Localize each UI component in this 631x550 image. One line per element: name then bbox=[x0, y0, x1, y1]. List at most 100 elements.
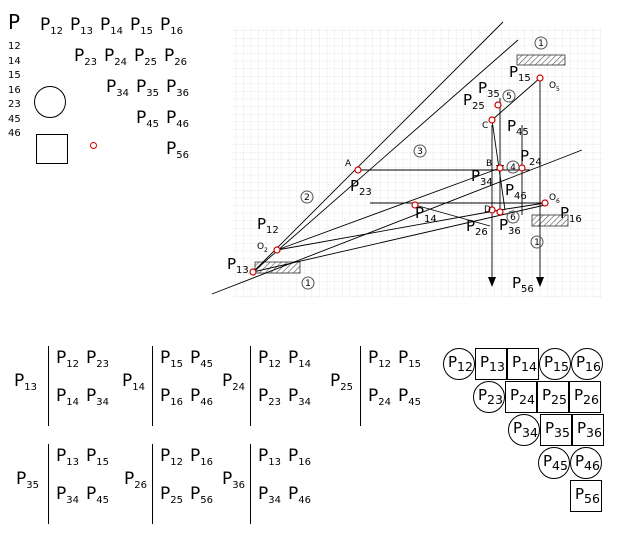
link-circle-2 bbox=[300, 190, 314, 204]
table-divider bbox=[250, 346, 251, 426]
pole-p12-subscript: 12 bbox=[266, 225, 279, 236]
legend-p46-subscript: 46 bbox=[176, 119, 189, 130]
table-p35-34-subscript: 34 bbox=[66, 495, 79, 506]
table-p14-15-subscript: 15 bbox=[170, 359, 183, 370]
circle-diagram-box-56 bbox=[570, 480, 602, 512]
circle-diagram-p45-subscript: 45 bbox=[552, 458, 568, 473]
pole-p45-letter: P bbox=[507, 117, 517, 135]
legend-p23-subscript: 23 bbox=[84, 57, 97, 68]
circle-diagram-p25: P25 bbox=[542, 386, 567, 408]
table-p25-24: P24 bbox=[368, 388, 391, 411]
circle-diagram-circle-12 bbox=[443, 348, 475, 380]
circle-diagram-p36-letter: P bbox=[577, 419, 587, 437]
table-p35-13: P13 bbox=[56, 448, 79, 471]
circle-diagram-p46-subscript: 46 bbox=[584, 458, 600, 473]
table-main-p14-subscript: 14 bbox=[132, 382, 145, 393]
link-circle-3 bbox=[413, 144, 427, 158]
link-circle-1 bbox=[534, 36, 548, 50]
table-main-p26-letter: P bbox=[124, 469, 135, 489]
table-p25-45-subscript: 45 bbox=[408, 397, 421, 408]
point-label-o2-sub: 2 bbox=[264, 247, 268, 254]
pole-p34: P34 bbox=[471, 168, 493, 191]
link-number-4: 4 bbox=[510, 163, 516, 173]
table-main-p25-subscript: 25 bbox=[340, 382, 353, 393]
legend-p12-subscript: 12 bbox=[50, 26, 63, 37]
circle-diagram-p25-letter: P bbox=[542, 386, 552, 404]
legend-p14-letter: P bbox=[100, 15, 111, 35]
pivot-o5 bbox=[536, 74, 544, 82]
pole-p23: P23 bbox=[350, 178, 372, 201]
circle-diagram-p12: P12 bbox=[448, 355, 473, 375]
circle-diagram-p13-subscript: 13 bbox=[489, 359, 505, 374]
ground-hatch-o2 bbox=[254, 261, 301, 274]
legend-p45: P45 bbox=[136, 110, 159, 133]
line-c-to-o5 bbox=[491, 77, 541, 121]
table-p35-34-letter: P bbox=[56, 484, 67, 504]
pole-p56-subscript: 56 bbox=[521, 284, 534, 295]
circle-diagram-p14-subscript: 14 bbox=[521, 359, 537, 374]
link-number-3: 3 bbox=[417, 147, 423, 157]
table-p36-34-subscript: 34 bbox=[268, 495, 281, 506]
link-circle-6 bbox=[506, 210, 520, 224]
circle-diagram-p35-letter: P bbox=[545, 419, 555, 437]
legend-p26-subscript: 26 bbox=[174, 57, 187, 68]
legend-p45-letter: P bbox=[136, 108, 147, 128]
pivot-o2 bbox=[273, 246, 281, 254]
table-p35-13-letter: P bbox=[56, 446, 67, 466]
circle-diagram-p16-letter: P bbox=[576, 353, 586, 371]
line-p13-upper-right bbox=[252, 39, 519, 273]
circle-diagram-p23-letter: P bbox=[478, 386, 488, 404]
circle-diagram-p46-letter: P bbox=[575, 452, 585, 470]
table-p25-15: P15 bbox=[398, 350, 421, 373]
pole-p35-letter: P bbox=[478, 79, 488, 97]
table-p26-12-letter: P bbox=[160, 446, 171, 466]
table-p14-15: P15 bbox=[160, 350, 183, 373]
table-main-p13-letter: P bbox=[14, 371, 25, 391]
pole-p56-letter: P bbox=[512, 274, 522, 292]
pole-p12-letter: P bbox=[257, 215, 267, 233]
table-p26-25-letter: P bbox=[160, 484, 171, 504]
pole-p56: P56 bbox=[512, 275, 534, 298]
legend-p16-letter: P bbox=[160, 15, 171, 35]
circle-diagram-box-25 bbox=[537, 381, 569, 413]
line-p13-upper-left bbox=[252, 21, 504, 273]
table-p35-45-subscript: 45 bbox=[96, 495, 109, 506]
line-p14-to-p26 bbox=[414, 204, 491, 227]
table-p14-16-subscript: 16 bbox=[170, 397, 183, 408]
table-p26-56-subscript: 56 bbox=[200, 495, 213, 506]
pole-p24: P24 bbox=[520, 148, 542, 171]
pole-p24-letter: P bbox=[520, 147, 530, 165]
pole-p16-letter: P bbox=[560, 204, 570, 222]
circle-diagram-p35: P35 bbox=[545, 419, 570, 441]
pivot-c bbox=[488, 116, 496, 124]
circle-diagram-box-14 bbox=[507, 348, 539, 380]
legend-p34-letter: P bbox=[106, 77, 117, 97]
table-p36-46: P46 bbox=[288, 486, 311, 509]
table-p36-46-subscript: 46 bbox=[298, 495, 311, 506]
table-p25-12-letter: P bbox=[368, 348, 379, 368]
circle-diagram-box-26 bbox=[569, 381, 601, 413]
table-p26-56-letter: P bbox=[190, 484, 201, 504]
table-main-p36: P36 bbox=[222, 471, 245, 494]
table-p36-34-letter: P bbox=[258, 484, 269, 504]
table-p25-15-letter: P bbox=[398, 348, 409, 368]
pole-p46-subscript: 46 bbox=[514, 191, 527, 202]
circle-diagram-circle-16 bbox=[571, 348, 603, 380]
table-p13-23-letter: P bbox=[86, 348, 97, 368]
pole-p25-letter: P bbox=[463, 91, 473, 109]
pole-p23-subscript: 23 bbox=[359, 187, 372, 198]
legend-p34-subscript: 34 bbox=[116, 88, 129, 99]
legend-p12: P12 bbox=[40, 17, 63, 40]
circle-diagram-p24: P24 bbox=[510, 388, 535, 408]
circle-diagram-box-24 bbox=[505, 381, 537, 413]
legend-p24: P24 bbox=[104, 48, 127, 71]
pole-p14-subscript: 14 bbox=[424, 214, 437, 225]
pole-p13-letter: P bbox=[227, 255, 237, 273]
pole-p14-letter: P bbox=[415, 204, 425, 222]
table-p24-34-letter: P bbox=[288, 386, 299, 406]
point-label-o5: O bbox=[549, 81, 556, 91]
legend-p26: P26 bbox=[164, 48, 187, 71]
table-divider bbox=[48, 444, 49, 524]
pole-p46: P46 bbox=[505, 182, 527, 205]
circle-diagram-box-36 bbox=[572, 414, 604, 446]
